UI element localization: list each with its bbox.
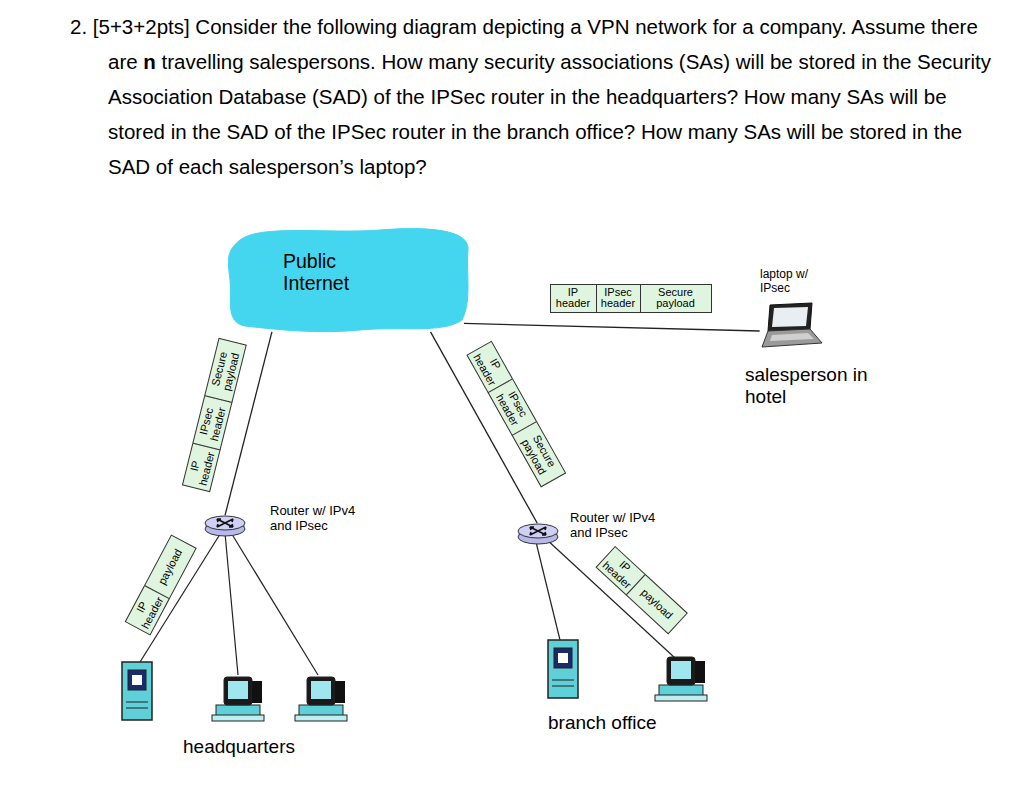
hq-hosts bbox=[122, 531, 347, 721]
laptop-node: laptop w/ IPsec salesperson in hotel bbox=[740, 265, 880, 415]
packet-field: Secure payload bbox=[511, 420, 566, 487]
router-node: Router w/ IPv4 and IPsec bbox=[205, 500, 375, 546]
packet-field: payload bbox=[144, 534, 197, 599]
packet-field: IP header bbox=[550, 284, 597, 313]
router-symbol bbox=[516, 508, 560, 554]
packet-field: IPsec header bbox=[192, 395, 232, 451]
node-label: salesperson in hotel bbox=[745, 364, 870, 408]
network-link bbox=[431, 332, 538, 523]
node-label: Router w/ IPv4 and IPsec bbox=[570, 511, 670, 541]
group-label: headquarters bbox=[183, 736, 295, 758]
packet: IP headerpayload bbox=[596, 546, 688, 634]
node-label: laptop w/ IPsec bbox=[760, 268, 824, 296]
question-part: travelling salespersons. How many securi… bbox=[108, 50, 991, 178]
internet-cloud: Public Internet bbox=[228, 228, 472, 334]
packet-field: Secure payload bbox=[640, 284, 712, 313]
router-node: Router w/ IPv4 and IPsec bbox=[518, 508, 678, 554]
packet: IP headerIPsec headerSecure payload bbox=[466, 341, 565, 487]
group-label: branch office bbox=[548, 712, 656, 734]
packet: IP headerpayload bbox=[125, 534, 197, 634]
packet-field: Secure payload bbox=[204, 337, 247, 402]
packet-field: IPsec header bbox=[596, 284, 641, 313]
router-symbol bbox=[203, 500, 247, 546]
node-label: Router w/ IPv4 and IPsec bbox=[270, 504, 370, 534]
node-label: Public Internet bbox=[283, 250, 383, 295]
packet-field: IP header bbox=[181, 442, 220, 492]
branch-hosts bbox=[535, 538, 707, 701]
packet: IP headerIPsec headerSecure payload bbox=[551, 284, 712, 313]
network-link bbox=[464, 323, 760, 331]
cloud-shape bbox=[228, 228, 472, 334]
packet: IP headerIPsec headerSecure payload bbox=[182, 337, 247, 491]
laptop-symbol bbox=[758, 301, 828, 361]
cloud-outline bbox=[228, 229, 468, 332]
question-text: 2. [5+3+2pts] Consider the following dia… bbox=[70, 9, 1005, 184]
question-part: n bbox=[143, 50, 156, 73]
